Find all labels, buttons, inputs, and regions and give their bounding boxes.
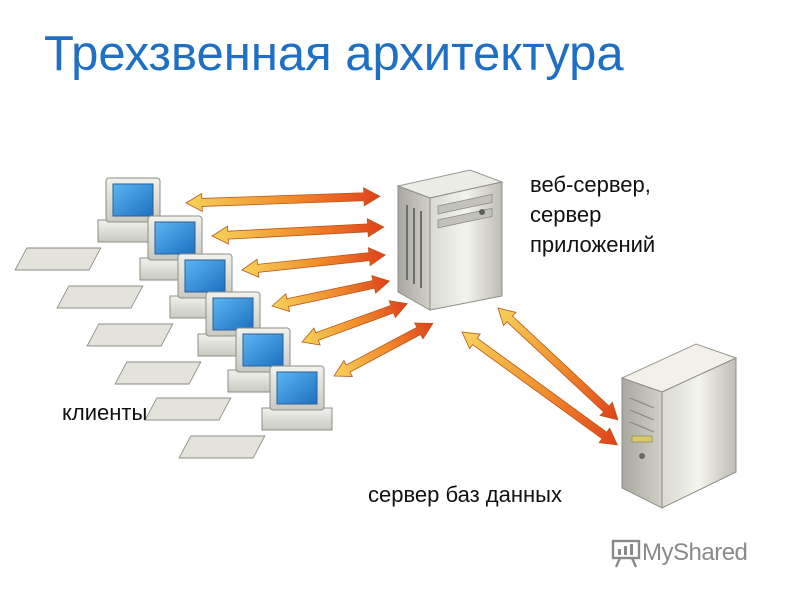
watermark-text: MyShared [642, 539, 748, 566]
bidirectional-arrow-icon [271, 274, 391, 313]
bidirectional-arrow-icon [461, 331, 618, 446]
web-server-label-line-3: приложений [530, 232, 656, 257]
client-computer-icon [56, 215, 211, 309]
db-server-label: сервер баз данных [368, 482, 562, 507]
watermark: MyShared [610, 538, 748, 568]
bidirectional-arrow-icon [333, 322, 434, 377]
web-server-label-line-1: веб-сервер, [530, 172, 651, 197]
client-web-arrows [185, 187, 434, 377]
database-server-icon [620, 343, 738, 509]
bidirectional-arrow-icon [211, 218, 385, 245]
slide-title: Трехзвенная архитектура [44, 27, 624, 81]
server-db-arrows [461, 307, 619, 446]
web-server-label-line-2: сервер [530, 202, 602, 227]
presentation-board-icon [611, 539, 641, 568]
web-server-label: веб-сервер, сервер приложений [530, 170, 655, 260]
bidirectional-arrow-icon [185, 187, 381, 213]
bidirectional-arrow-icon [301, 300, 409, 346]
bidirectional-arrow-icon [241, 247, 387, 278]
client-computer-icon [14, 177, 169, 271]
bidirectional-arrow-icon [497, 307, 619, 421]
clients-label: клиенты [62, 400, 148, 425]
client-computers [14, 177, 333, 459]
web-server-icon [396, 169, 504, 311]
client-computer-icon [178, 365, 333, 459]
